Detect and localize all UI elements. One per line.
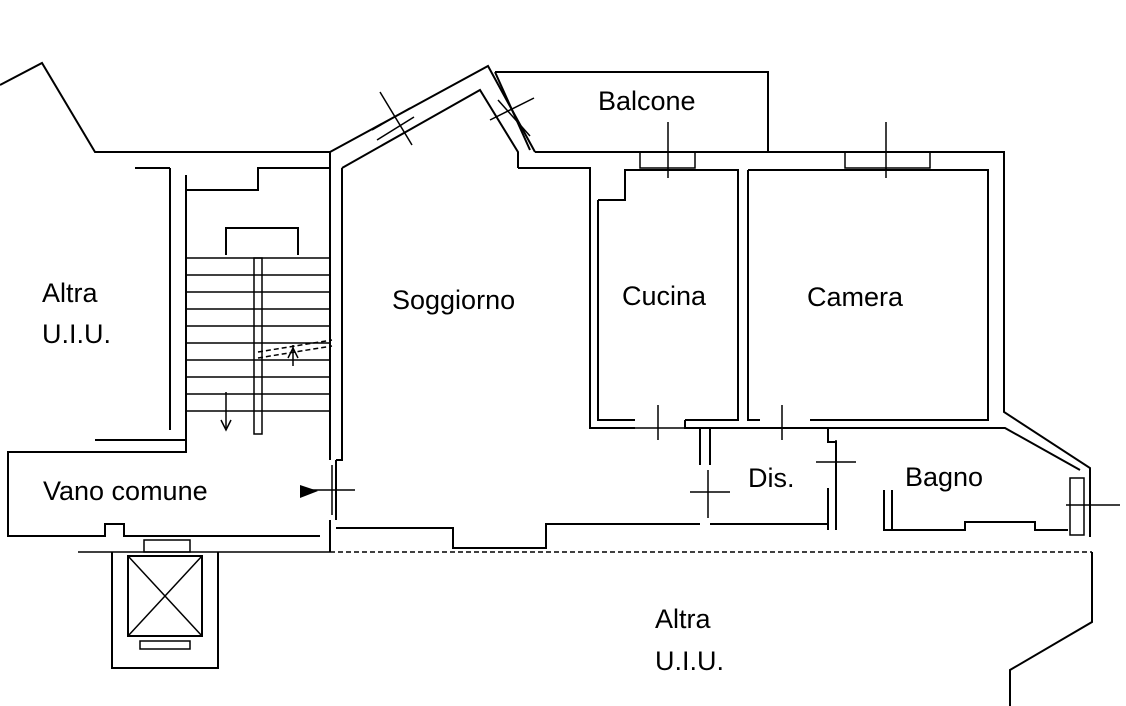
label-altra-bottom-2: U.I.U. xyxy=(655,646,724,676)
label-vano-comune: Vano comune xyxy=(43,476,208,506)
label-balcone: Balcone xyxy=(598,86,696,116)
label-cucina: Cucina xyxy=(622,281,707,311)
stair-treads xyxy=(186,257,333,432)
boundary-bottom-right xyxy=(1009,552,1093,706)
angled-wall xyxy=(329,64,536,169)
vano-comune-walls xyxy=(7,440,355,553)
dis-bagno-walls xyxy=(684,420,1081,531)
lift-shaft xyxy=(111,539,219,669)
window-marks xyxy=(379,91,1120,536)
top-exterior-wall xyxy=(518,151,1091,537)
label-altra-left-2: U.I.U. xyxy=(42,319,111,349)
label-bagno: Bagno xyxy=(905,462,983,492)
label-dis: Dis. xyxy=(748,463,795,493)
label-camera: Camera xyxy=(807,282,904,312)
label-soggiorno: Soggiorno xyxy=(392,285,515,315)
label-altra-left-1: Altra xyxy=(42,278,99,308)
boundary-top-left xyxy=(0,61,330,153)
bottom-wall xyxy=(330,521,1092,553)
balcony-outline xyxy=(494,71,769,152)
label-altra-bottom-1: Altra xyxy=(655,604,712,634)
